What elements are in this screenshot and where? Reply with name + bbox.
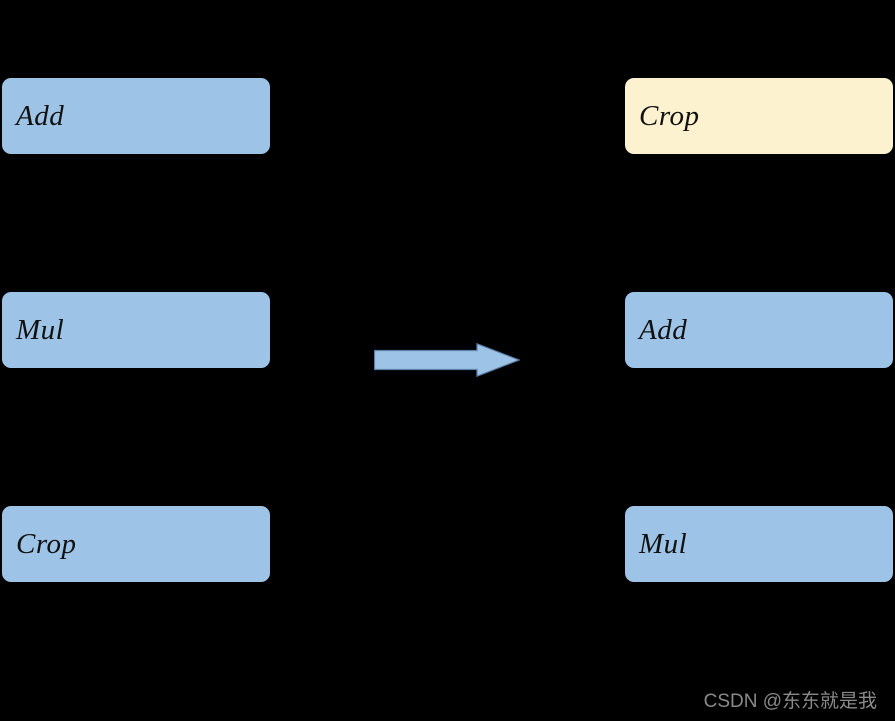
left-node-2[interactable]: Mul bbox=[2, 292, 270, 368]
right-arrow-shape bbox=[374, 343, 520, 377]
right-node-3[interactable]: Mul bbox=[625, 506, 893, 582]
left-node-3[interactable]: Crop bbox=[2, 506, 270, 582]
right-node-1[interactable]: Crop bbox=[625, 78, 893, 154]
watermark-text: CSDN @东东就是我 bbox=[703, 691, 877, 712]
left-node-1-label: Add bbox=[16, 99, 65, 132]
left-node-2-label: Mul bbox=[16, 313, 65, 346]
right-node-2[interactable]: Add bbox=[625, 292, 893, 368]
right-node-2-label: Add bbox=[639, 313, 688, 346]
right-node-3-label: Mul bbox=[639, 527, 688, 560]
left-node-3-label: Crop bbox=[16, 527, 77, 560]
right-node-1-label: Crop bbox=[639, 99, 700, 132]
right-arrow-icon bbox=[374, 343, 520, 377]
left-node-1[interactable]: Add bbox=[2, 78, 270, 154]
